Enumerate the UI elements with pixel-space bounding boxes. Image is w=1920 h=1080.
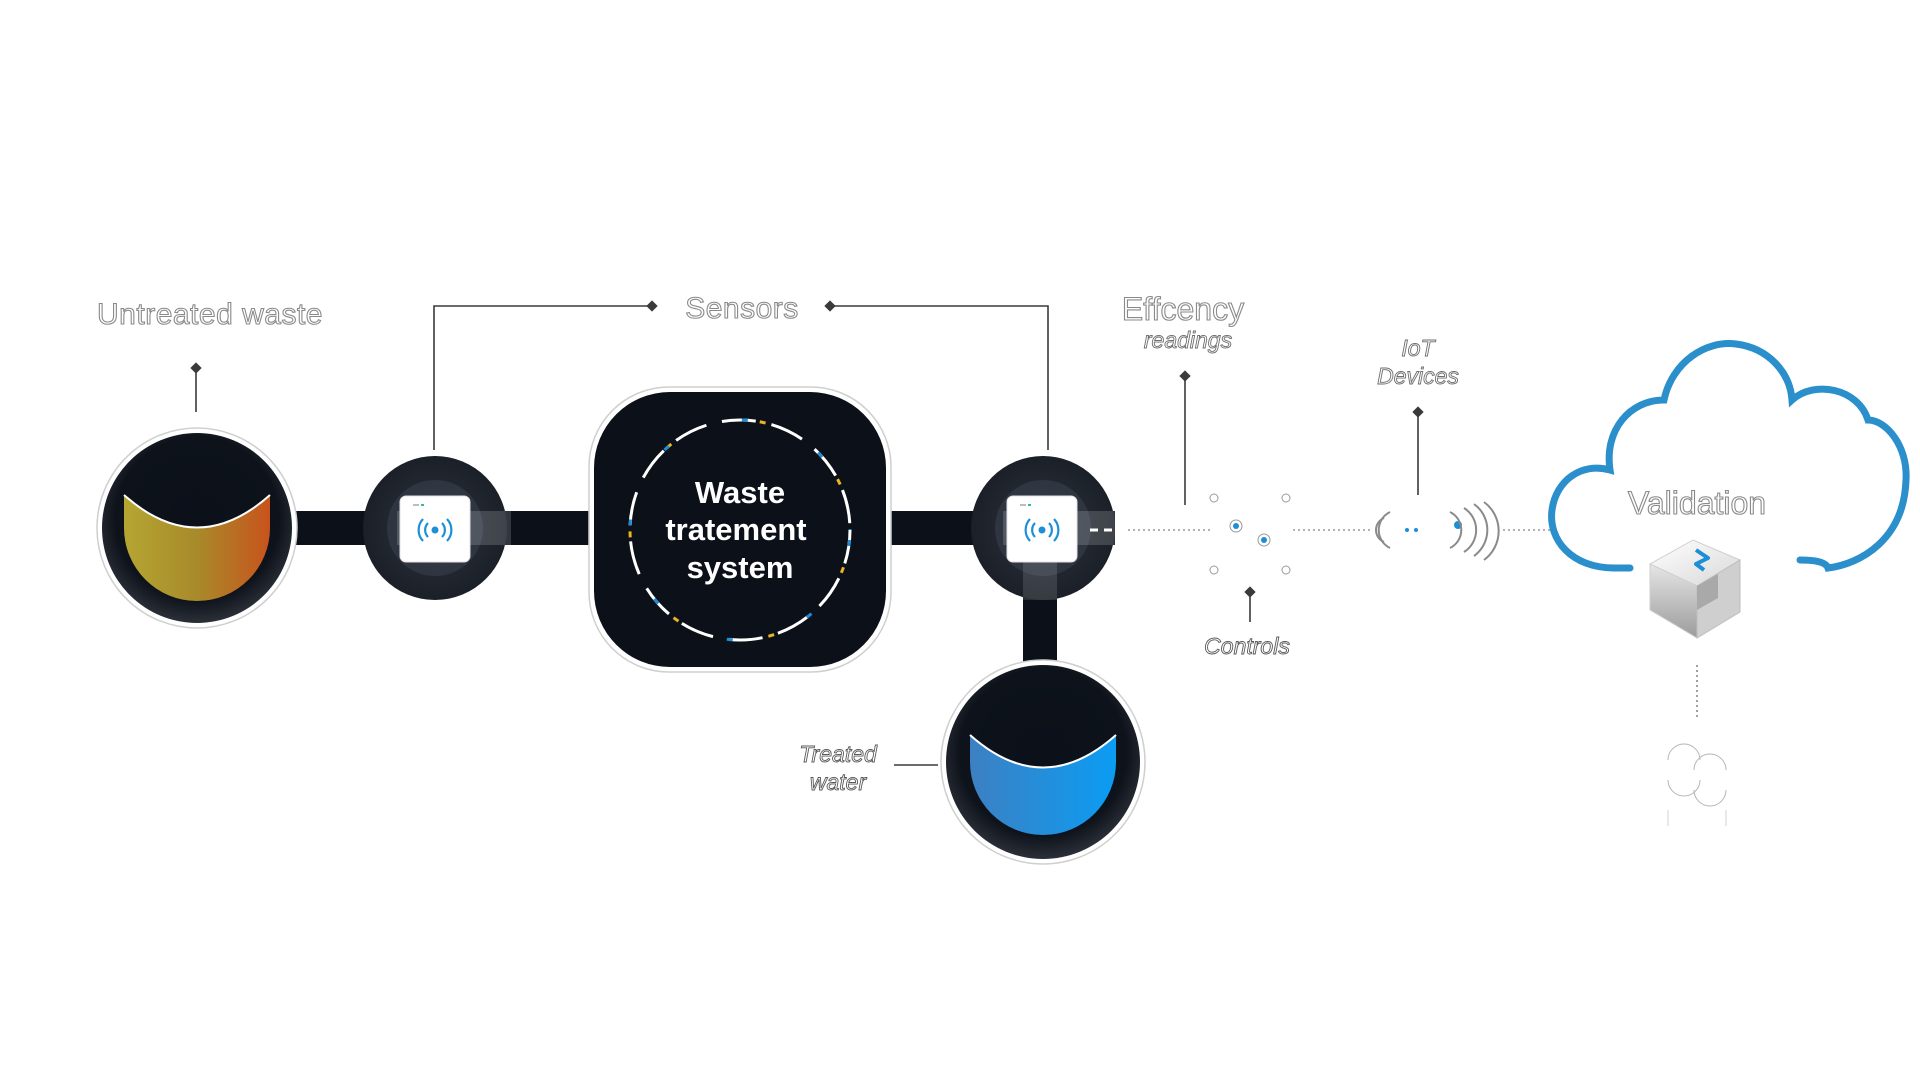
waste-treatment-system[interactable]: Waste tratement system bbox=[588, 386, 892, 673]
system-label-line3: system bbox=[687, 550, 794, 585]
untreated-waste-label: Untreated waste bbox=[97, 298, 323, 331]
untreated-waste-tank bbox=[96, 427, 298, 629]
sensors-bracket bbox=[433, 300, 1049, 450]
treated-water-label-line1: Treated bbox=[799, 741, 878, 767]
validation-label: Validation bbox=[1628, 485, 1766, 521]
iot-label-line1: IoT bbox=[1401, 335, 1436, 361]
broadcast-signal-icon bbox=[1370, 501, 1500, 561]
efficiency-label-line2: readings bbox=[1144, 327, 1233, 353]
wireless-signal-icon bbox=[1024, 518, 1060, 542]
link-chain-icon bbox=[1665, 741, 1729, 826]
treated-water-tank bbox=[940, 659, 1146, 865]
controls-label: Controls bbox=[1204, 633, 1290, 659]
cube-logo-icon bbox=[1648, 539, 1742, 639]
iot-label-line2: Devices bbox=[1377, 363, 1459, 389]
sensor-2[interactable] bbox=[971, 456, 1115, 600]
cloud-icon[interactable]: Validation bbox=[1548, 340, 1910, 572]
sensors-label: Sensors bbox=[685, 292, 799, 325]
network-nodes-icon bbox=[1209, 490, 1291, 575]
system-label-line1: Waste bbox=[695, 475, 785, 510]
treated-water-label-line2: water bbox=[810, 769, 868, 795]
system-label-line2: tratement bbox=[665, 512, 806, 547]
wireless-signal-icon bbox=[417, 518, 453, 542]
efficiency-label-line1: Effcency bbox=[1122, 291, 1244, 327]
sensor-1[interactable] bbox=[363, 456, 511, 600]
